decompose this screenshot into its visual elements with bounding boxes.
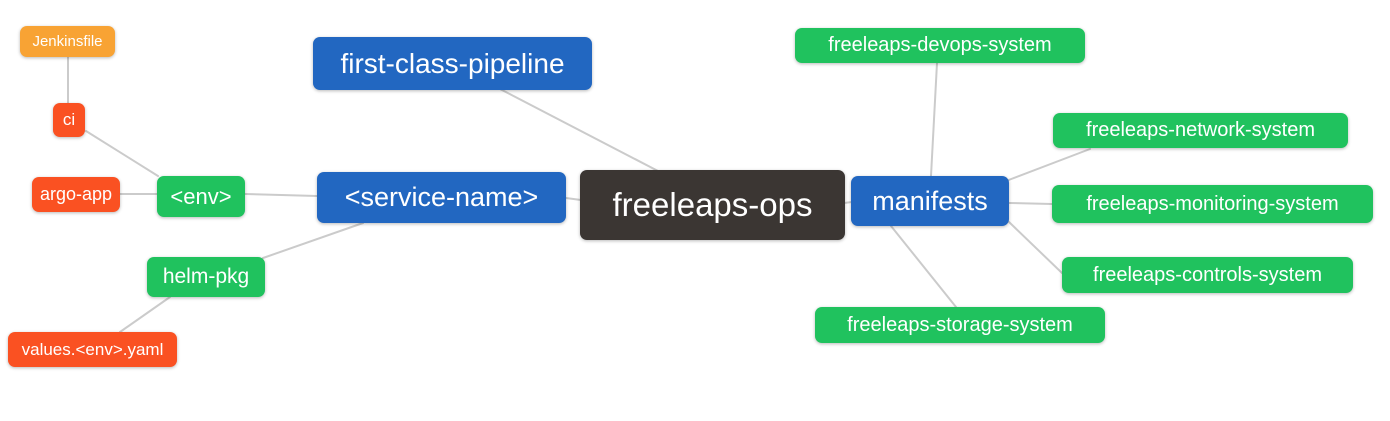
node-freeleaps-network-system[interactable]: freeleaps-network-system	[1053, 113, 1348, 148]
node-label: Jenkinsfile	[32, 33, 103, 50]
node-freeleaps-storage-system[interactable]: freeleaps-storage-system	[815, 307, 1105, 343]
edge-manifests-to-freeleaps-monitoring-system	[1008, 202, 1053, 205]
node-label: freeleaps-controls-system	[1093, 263, 1322, 286]
node-service-name[interactable]: <service-name>	[317, 172, 566, 223]
node-label: <env>	[170, 183, 232, 209]
node-freeleaps-controls-system[interactable]: freeleaps-controls-system	[1062, 257, 1353, 293]
node-argo-app[interactable]: argo-app	[32, 177, 120, 212]
node-manifests[interactable]: manifests	[851, 176, 1009, 226]
edge-service-name-to-freeleaps-ops	[565, 197, 582, 201]
node-label: freeleaps-network-system	[1086, 119, 1315, 141]
node-helm-pkg[interactable]: helm-pkg	[147, 257, 265, 297]
node-label: helm-pkg	[162, 265, 250, 288]
node-first-class-pipeline[interactable]: first-class-pipeline	[313, 37, 592, 90]
node-label: first-class-pipeline	[340, 47, 565, 79]
node-jenkinsfile[interactable]: Jenkinsfile	[20, 26, 115, 57]
node-freeleaps-monitoring-system[interactable]: freeleaps-monitoring-system	[1052, 185, 1373, 223]
edge-service-name-to-helm-pkg	[262, 222, 364, 259]
node-label: argo-app	[39, 184, 113, 204]
node-freeleaps-devops-system[interactable]: freeleaps-devops-system	[795, 28, 1085, 63]
node-label: <service-name>	[344, 182, 539, 212]
edge-manifests-to-freeleaps-controls-system	[1008, 221, 1063, 274]
edge-first-class-pipeline-to-freeleaps-ops	[499, 88, 659, 172]
node-freeleaps-ops[interactable]: freeleaps-ops	[580, 170, 845, 240]
edge-env-to-service-name	[244, 193, 318, 197]
node-label: ci	[62, 110, 76, 129]
edge-manifests-to-freeleaps-devops-system	[930, 62, 938, 177]
node-label: manifests	[872, 185, 988, 216]
edge-helm-pkg-to-values-env-yaml	[119, 296, 171, 333]
node-label: freeleaps-storage-system	[847, 313, 1073, 336]
edge-freeleaps-ops-to-manifests	[843, 201, 853, 204]
node-label: freeleaps-devops-system	[828, 34, 1052, 56]
node-label: freeleaps-monitoring-system	[1086, 192, 1339, 215]
edge-manifests-to-freeleaps-network-system	[1005, 148, 1091, 182]
edge-manifests-to-freeleaps-storage-system	[890, 225, 957, 308]
node-ci[interactable]: ci	[53, 103, 85, 137]
node-label: freeleaps-ops	[612, 186, 813, 223]
node-values-env-yaml[interactable]: values.<env>.yaml	[8, 332, 177, 367]
node-env[interactable]: <env>	[157, 176, 245, 217]
node-label: values.<env>.yaml	[21, 339, 164, 359]
edge-ci-to-env	[85, 130, 159, 177]
